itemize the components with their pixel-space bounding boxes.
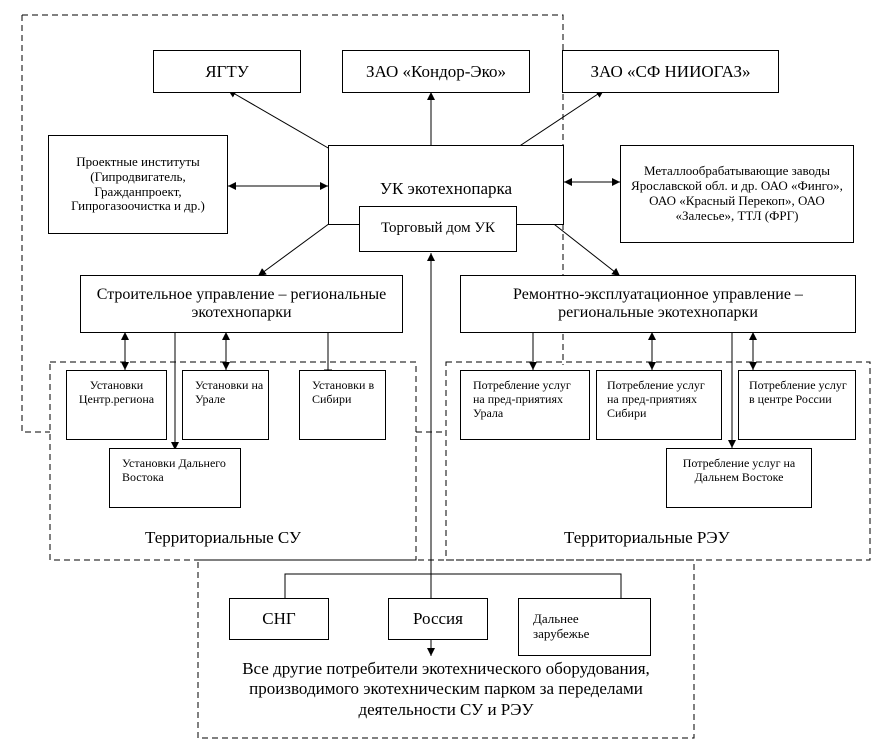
- repair-label: Ремонтно-эксплуатационное управление – р…: [513, 285, 803, 321]
- inst-fareast-label: Установки Дальнего Востока: [122, 456, 226, 484]
- cis-box: СНГ: [229, 598, 329, 640]
- kondor-box: ЗАО «Кондор-Эко»: [342, 50, 530, 93]
- far-abroad-label: Дальнее зарубежье: [533, 611, 590, 641]
- other-consumers-text: Все другие потребители экотехнического о…: [242, 659, 650, 719]
- metal-plants-label: Металлообрабатывающие заводы Ярославской…: [631, 163, 843, 223]
- other-consumers-outline: [197, 559, 695, 739]
- cons-fareast-box: Потребление услуг на Дальнем Востоке: [666, 448, 812, 508]
- inst-ural-label: Установки на Урале: [195, 378, 264, 406]
- bracket-consumer-groups: [284, 573, 622, 604]
- cons-ural-label: Потребление услуг на пред-приятиях Урала: [473, 378, 571, 420]
- cons-ural-box: Потребление услуг на пред-приятиях Урала: [460, 370, 590, 440]
- cons-siberia-label: Потребление услуг на пред-приятиях Сибир…: [607, 378, 705, 420]
- inst-fareast-box: Установки Дальнего Востока: [109, 448, 241, 508]
- russia-label: Россия: [413, 609, 463, 629]
- cons-siberia-box: Потребление услуг на пред-приятиях Сибир…: [596, 370, 722, 440]
- inst-center-label: Установки Центр.региона: [78, 378, 155, 406]
- arrow-ygtu-uk: [227, 89, 343, 157]
- cons-center-box: Потребление услуг в центре России: [738, 370, 856, 440]
- arrow-niiogaz-uk: [505, 89, 605, 156]
- far-abroad-box: Дальнее зарубежье: [518, 598, 651, 656]
- repair-box: Ремонтно-эксплуатационное управление – р…: [460, 275, 856, 333]
- ygtu-label: ЯГТУ: [205, 61, 249, 81]
- inst-center-box: Установки Центр.региона: [66, 370, 167, 440]
- cons-center-label: Потребление услуг в центре России: [749, 378, 847, 406]
- territorial-su-outline: [49, 361, 417, 561]
- niiogaz-box: ЗАО «СФ НИИОГАЗ»: [562, 50, 779, 93]
- design-institutes-box: Проектные институты (Гипродвигатель, Гра…: [48, 135, 228, 234]
- niiogaz-label: ЗАО «СФ НИИОГАЗ»: [590, 61, 751, 81]
- design-institutes-label: Проектные институты (Гипродвигатель, Гра…: [71, 153, 205, 214]
- kondor-label: ЗАО «Кондор-Эко»: [366, 61, 506, 81]
- trade-house-box: Торговый дом УК: [359, 206, 517, 252]
- construction-label: Строительное управление – региональные э…: [96, 285, 387, 321]
- trade-house-label: Торговый дом УК: [381, 220, 495, 237]
- inst-siberia-label: Установки в Сибири: [312, 378, 375, 406]
- cis-label: СНГ: [262, 609, 296, 629]
- construction-box: Строительное управление – региональные э…: [80, 275, 403, 333]
- uk-label: УК экотехнопарка: [379, 179, 513, 198]
- inst-siberia-box: Установки в Сибири: [299, 370, 386, 440]
- cons-fareast-label: Потребление услуг на Дальнем Востоке: [682, 456, 796, 484]
- ygtu-box: ЯГТУ: [153, 50, 301, 93]
- territorial-reu-label: Территориальные РЭУ: [564, 528, 730, 547]
- territorial-su-label: Территориальные СУ: [145, 528, 302, 547]
- inst-ural-box: Установки на Урале: [182, 370, 269, 440]
- metal-plants-box: Металлообрабатывающие заводы Ярославской…: [620, 145, 854, 243]
- russia-box: Россия: [388, 598, 488, 640]
